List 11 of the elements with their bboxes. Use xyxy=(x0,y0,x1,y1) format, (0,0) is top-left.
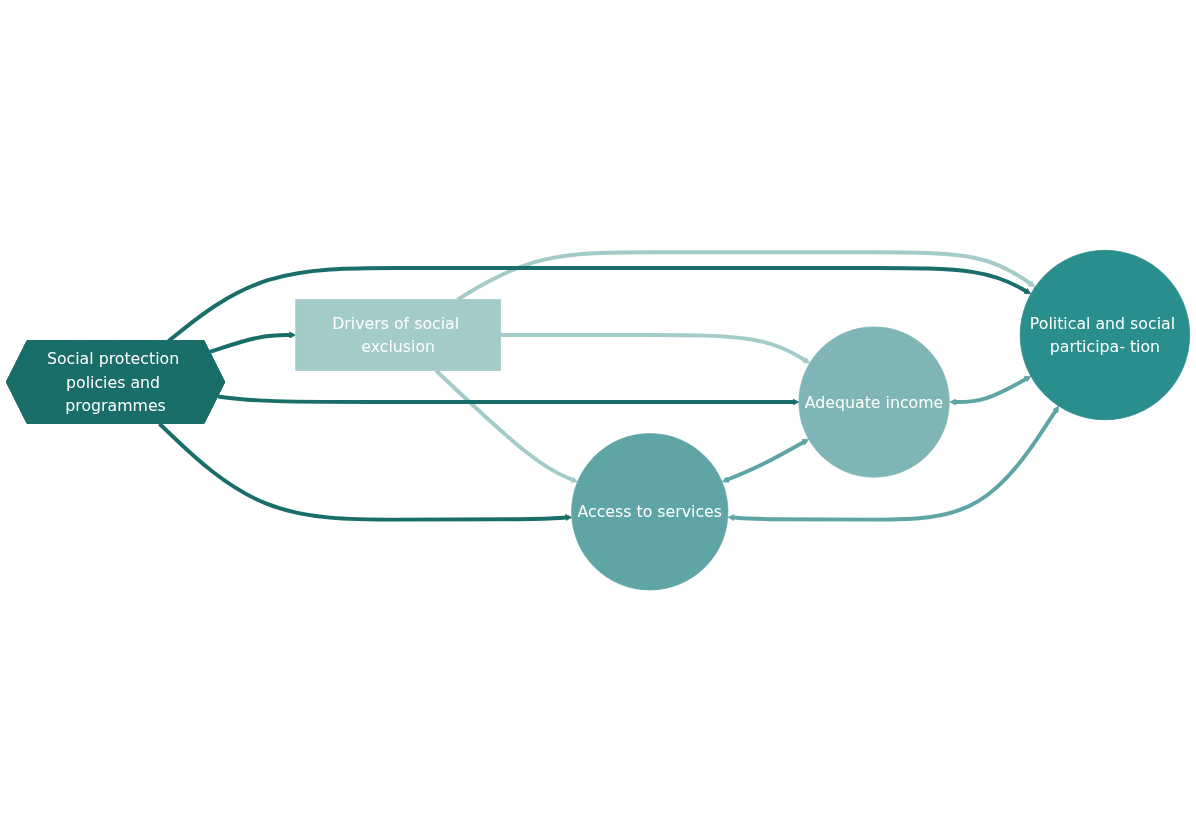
arrow xyxy=(158,422,573,522)
node-circle: Adequate income xyxy=(798,326,950,478)
arrow xyxy=(722,438,809,483)
arrow xyxy=(217,394,800,406)
arrow xyxy=(727,405,1059,522)
node-box: Drivers of social exclusion xyxy=(295,299,502,371)
node-circle: Political and social participa- tion xyxy=(1019,249,1191,421)
arrow xyxy=(209,331,296,354)
node-circle: Access to services xyxy=(571,433,729,591)
arrow xyxy=(500,332,811,364)
arrow xyxy=(949,375,1032,406)
